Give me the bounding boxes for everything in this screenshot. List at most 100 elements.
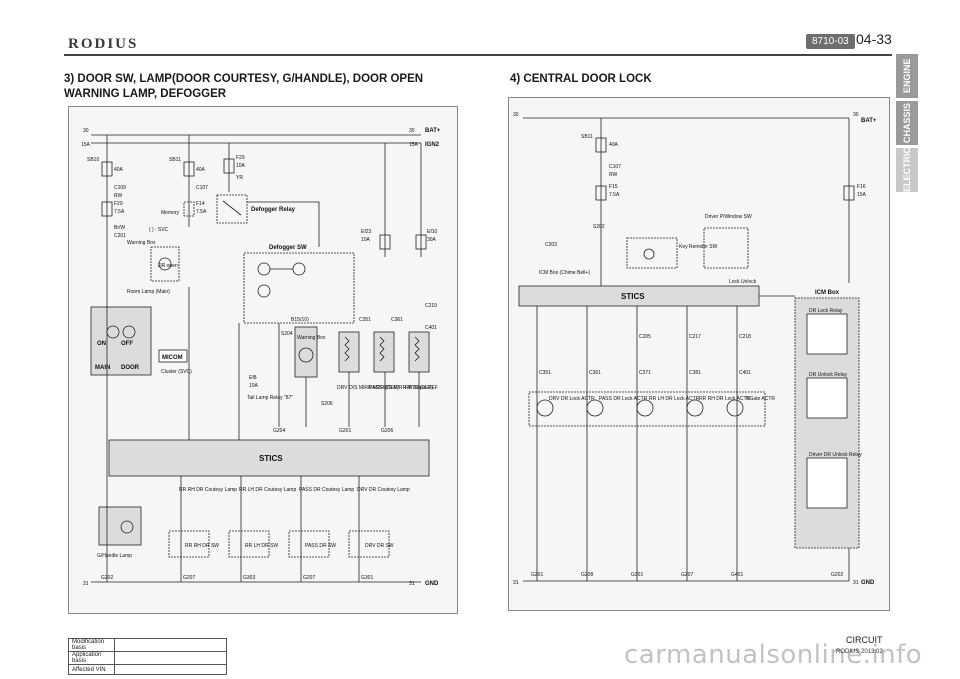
s206-label: S206 [321, 401, 333, 407]
sb11-label: SB11 [581, 134, 593, 140]
f16-label: F16 [857, 184, 866, 190]
rail-31-label: 31 [83, 581, 89, 587]
info-value [114, 664, 227, 675]
sb11-amp: 40A [196, 167, 206, 173]
switch-main-label: MAIN [95, 365, 110, 371]
c401-label: C401 [425, 325, 437, 331]
header-divider [64, 54, 892, 56]
side-tab-engine[interactable]: ENGINE [896, 54, 918, 98]
revision-info-table: Modification basis Application basis Aff… [68, 638, 227, 675]
lock-unlock-label: Lock Unlock [729, 279, 757, 285]
c205-label: C205 [639, 334, 651, 340]
g201-label: G201 [339, 428, 351, 434]
sb11-label: SB11 [169, 157, 181, 163]
f29-label: F29 [236, 155, 245, 161]
sb10-label: SB10 [87, 157, 99, 163]
rail-30-label-right: 30 [853, 112, 859, 118]
switch-off-label: OFF [121, 341, 133, 347]
key-reminder-label: Key Remider SW [679, 244, 718, 250]
g301-label: G301 [361, 575, 373, 581]
g202-label: G202 [831, 572, 843, 578]
side-tab-electric[interactable]: ELECTRIC [896, 148, 918, 193]
info-value [114, 651, 227, 665]
watermark-text: carmanualsonline.info [624, 640, 923, 670]
yr-wire: YR [236, 175, 243, 181]
ef10-label: Ef10 [427, 229, 438, 235]
drv-lamp-label: DRV DR Coutesy Lamp [357, 487, 410, 493]
info-value [114, 638, 227, 652]
dr-unlock-relay-label: DR Unlock Relay [809, 372, 848, 378]
table-row: Application basis [68, 651, 227, 665]
f14-amp: 7.5A [196, 209, 207, 215]
pass-actr-label: PASS DR Lock ACTR [599, 396, 648, 402]
drv-os-mirr-label: DRV O/S MIRR MTR (DEF) [337, 385, 399, 391]
c371-label: C371 [639, 370, 651, 376]
ef8-label: Ef8 [249, 375, 257, 381]
rr-rh-lamp-label: RR RH DR Coutesy Lamp [179, 487, 237, 493]
f14-label: F14 [196, 201, 205, 207]
c203-label: C203 [545, 242, 557, 248]
ghandle-lamp-label: G/Handle Lamp [97, 553, 132, 559]
bat-terminal: BAT+ [425, 128, 441, 134]
defogger-relay-label: Defogger Relay [251, 207, 296, 213]
s202-label: S202 [593, 224, 605, 230]
side-tabs: ENGINE CHASSIS ELECTRIC [896, 54, 918, 193]
g202-label: G202 [101, 575, 113, 581]
ef8-amp: 10A [249, 383, 259, 389]
g208-label: G208 [581, 572, 593, 578]
dr-open-label: DR open [158, 263, 178, 269]
g201-label: G201 [531, 572, 543, 578]
g301-label: G301 [631, 572, 643, 578]
driver-pw-label: Driver P/Window SW [705, 214, 752, 220]
brw-wire: Br/W [114, 225, 125, 231]
rr-lh-lamp-label: RR LH DR Coutesy Lamp [239, 487, 296, 493]
sb11-amp: 40A [609, 142, 619, 148]
page-number: 04-33 [856, 31, 892, 47]
g204-label: G204 [273, 428, 285, 434]
gnd-terminal: GND [425, 581, 439, 587]
g207-label-2: G207 [303, 575, 315, 581]
drv-sw-label: DRV DR SW [365, 543, 394, 549]
pass-sw-label: PASS DR SW [305, 543, 336, 549]
info-key: Modification basis [68, 638, 115, 652]
pass-lamp-label: PASS DR Coutesy Lamp [299, 487, 354, 493]
svc-note: ( ) : SVC [149, 227, 169, 233]
c351-label: C351 [539, 370, 551, 376]
section-title-door-lamp: 3) DOOR SW, LAMP(DOOR COURTESY, G/HANDLE… [64, 73, 424, 100]
rail-31-label-right: 31 [853, 580, 859, 586]
rail-31-label: 31 [513, 580, 519, 586]
c217-label: C217 [689, 334, 701, 340]
rail-30-label: 30 [83, 128, 89, 134]
rw-wire: RW [114, 193, 123, 199]
g207-label: G207 [681, 572, 693, 578]
rail-30-label-right: 30 [409, 128, 415, 134]
room-lamp-label: Room Lamp (Main) [127, 289, 170, 295]
pass-os-mirr-label: PASS O/S MIRR MTR (DEF) [369, 385, 433, 391]
c381-label: C381 [689, 370, 701, 376]
f16-amp: 15A [857, 192, 867, 198]
stics-label: STICS [259, 454, 283, 463]
info-key: Application basis [68, 651, 115, 665]
c218-label: C218 [739, 334, 751, 340]
g303-label: G303 [243, 575, 255, 581]
stics-label: STICS [621, 292, 645, 301]
table-row: Modification basis [68, 638, 227, 652]
gnd-terminal: GND [861, 580, 875, 586]
f15-amp: 7.5A [609, 192, 620, 198]
ef23-label: Ef23 [361, 229, 372, 235]
drv-actr-label: DRV DR Lock ACTR [549, 396, 595, 402]
switch-door-label: DOOR [121, 365, 140, 371]
footer-circuit-label: CIRCUIT [846, 635, 883, 645]
rr-rh-sw-label: RR RH DR SW [185, 543, 219, 549]
brand-logo: RODIUS [68, 36, 139, 52]
side-tab-chassis[interactable]: CHASSIS [896, 101, 918, 145]
wiring-diagram-door-lamp: 30 15A 30 15A BAT+ IGN2 31 31 GND SB10 4… [68, 106, 458, 614]
f20-amp: 7.5A [114, 209, 125, 215]
tail-lamp-label: Tail Lamp Relay "87" [247, 395, 293, 401]
rail-15a-label-right: 15A [409, 142, 419, 148]
switch-on-label: ON [97, 341, 106, 347]
g207-label: G207 [183, 575, 195, 581]
diagram-door-lamp-svg: 30 15A 30 15A BAT+ IGN2 31 31 GND SB10 4… [81, 128, 441, 587]
warning-box-label: Warning Box [127, 240, 156, 246]
f29-amp: 10A [236, 163, 246, 169]
